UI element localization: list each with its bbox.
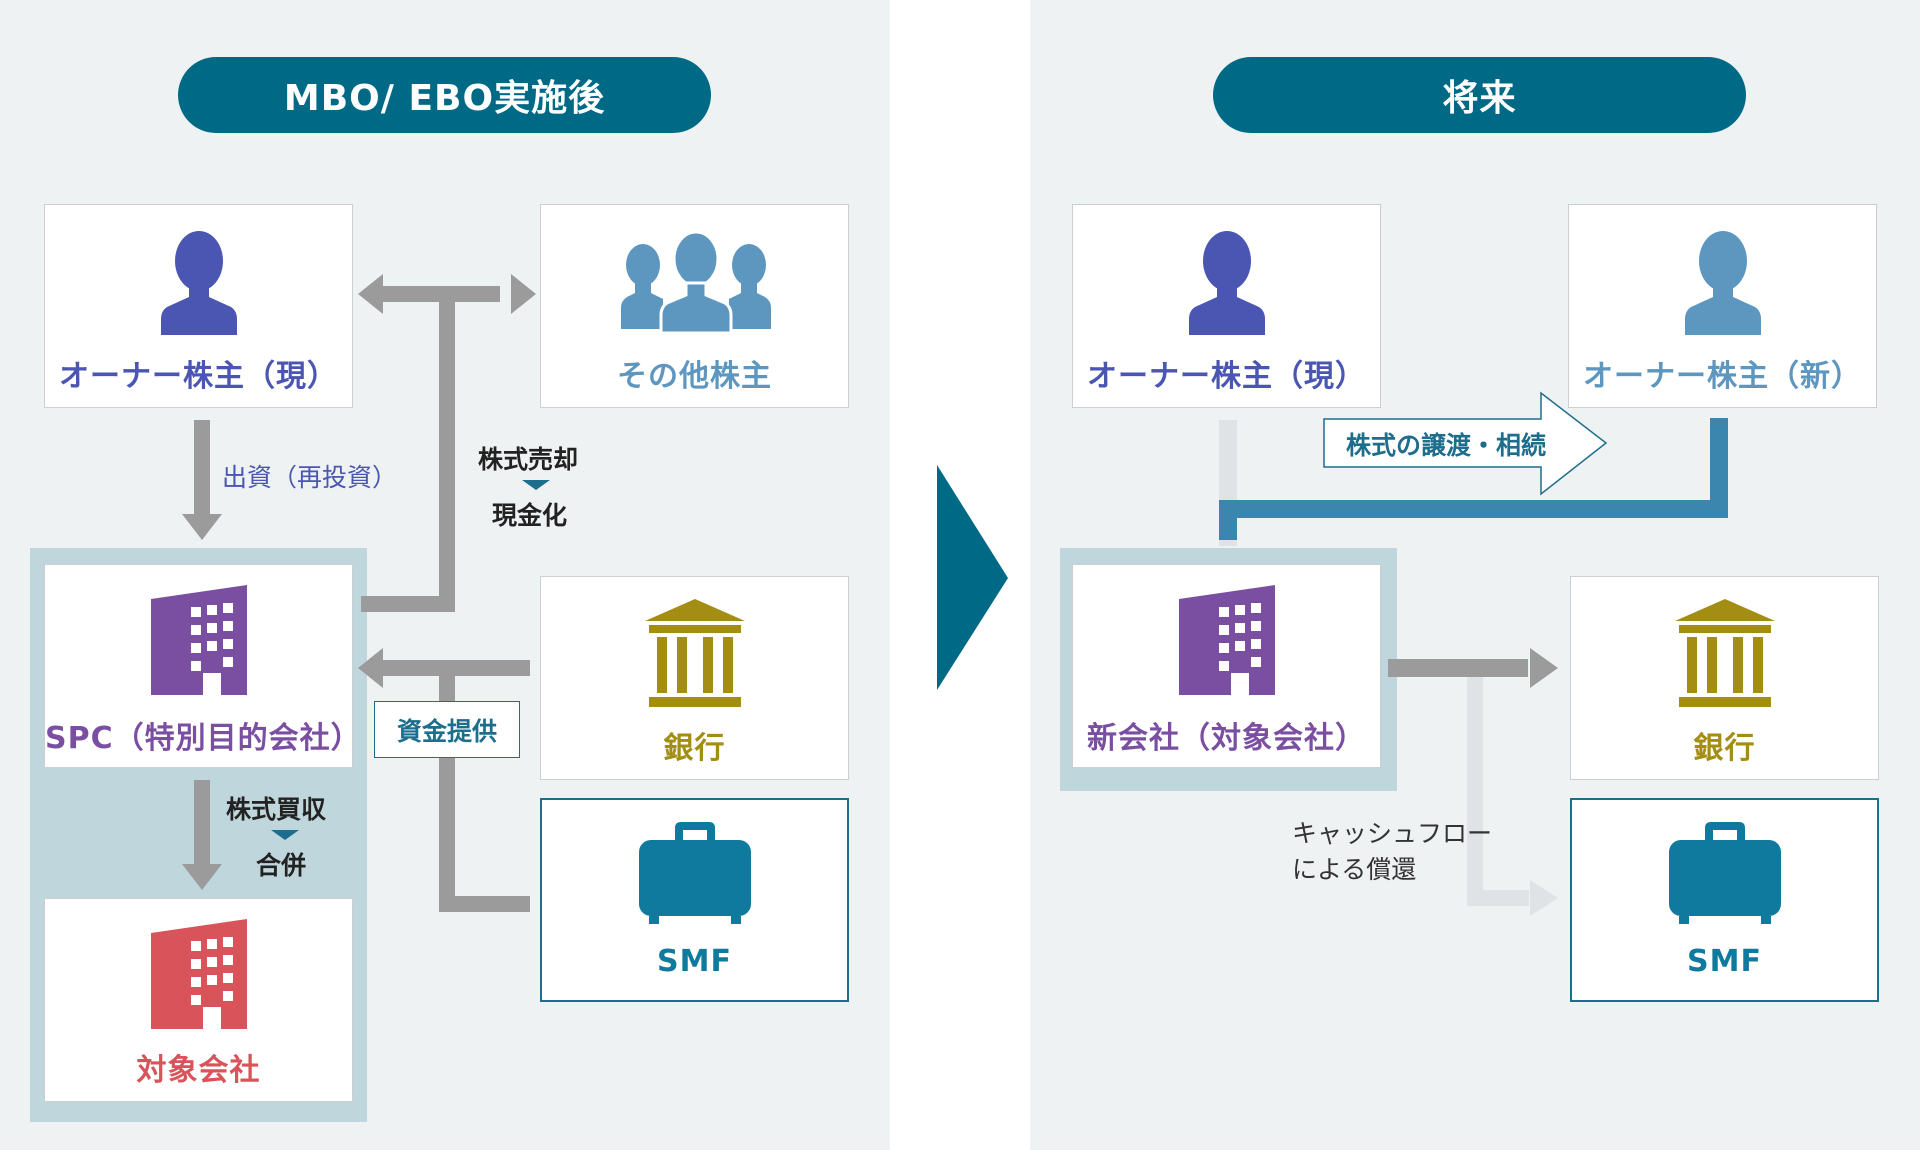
- building-icon: [1179, 585, 1275, 695]
- bank-label-left: 銀行: [663, 731, 726, 766]
- stock-purchase-label: 株式買収: [226, 795, 327, 824]
- stock-sale-label: 株式売却: [478, 445, 579, 474]
- briefcase-icon: [639, 822, 751, 924]
- smf-box-left: SMF: [540, 798, 849, 1002]
- owner-current-label-right: オーナー株主（現）: [1087, 359, 1366, 394]
- new-company-label: 新会社（対象会社）: [1087, 721, 1366, 756]
- building-icon: [151, 919, 247, 1029]
- person-icon: [161, 231, 237, 335]
- spc-box: SPC（特別目的会社）: [44, 564, 362, 768]
- merger-label: 合併: [256, 851, 307, 880]
- briefcase-icon: [1669, 822, 1781, 924]
- repayment-label-line2: による償還: [1292, 855, 1417, 884]
- spc-label: SPC（特別目的会社）: [45, 721, 362, 756]
- target-company-label: 対象会社: [136, 1053, 261, 1088]
- bank-box-left: 銀行: [540, 576, 849, 780]
- new-company-box: 新会社（対象会社）: [1072, 564, 1381, 768]
- other-shareholders-box: その他株主: [540, 204, 849, 408]
- left-title: MBO/ EBO実施後: [178, 57, 711, 133]
- transfer-label: 株式の譲渡・相続: [1346, 431, 1547, 460]
- building-icon: [151, 585, 247, 695]
- owner-current-label: オーナー株主（現）: [59, 359, 338, 394]
- cash-out-label: 現金化: [492, 501, 568, 530]
- owner-current-box: オーナー株主（現）: [44, 204, 353, 408]
- smf-label-left: SMF: [657, 944, 732, 979]
- group-icon: [621, 231, 771, 335]
- right-title: 将来: [1213, 57, 1746, 133]
- bank-icon: [1675, 599, 1775, 707]
- other-shareholders-label: その他株主: [617, 359, 772, 394]
- owner-current-box-right: オーナー株主（現）: [1072, 204, 1381, 408]
- investment-label: 出資（再投資）: [222, 463, 398, 492]
- repayment-label-line1: キャッシュフロー: [1292, 819, 1493, 848]
- target-company-box: 対象会社: [44, 898, 353, 1102]
- person-icon: [1189, 231, 1265, 335]
- bank-label-right: 銀行: [1693, 731, 1756, 766]
- smf-box-right: SMF: [1570, 798, 1879, 1002]
- bank-icon: [645, 599, 745, 707]
- bank-box-right: 銀行: [1570, 576, 1879, 780]
- person-icon: [1685, 231, 1761, 335]
- owner-new-label: オーナー株主（新）: [1583, 359, 1862, 394]
- funding-label: 資金提供: [374, 701, 520, 758]
- owner-new-box: オーナー株主（新）: [1568, 204, 1877, 408]
- smf-label-right: SMF: [1687, 944, 1762, 979]
